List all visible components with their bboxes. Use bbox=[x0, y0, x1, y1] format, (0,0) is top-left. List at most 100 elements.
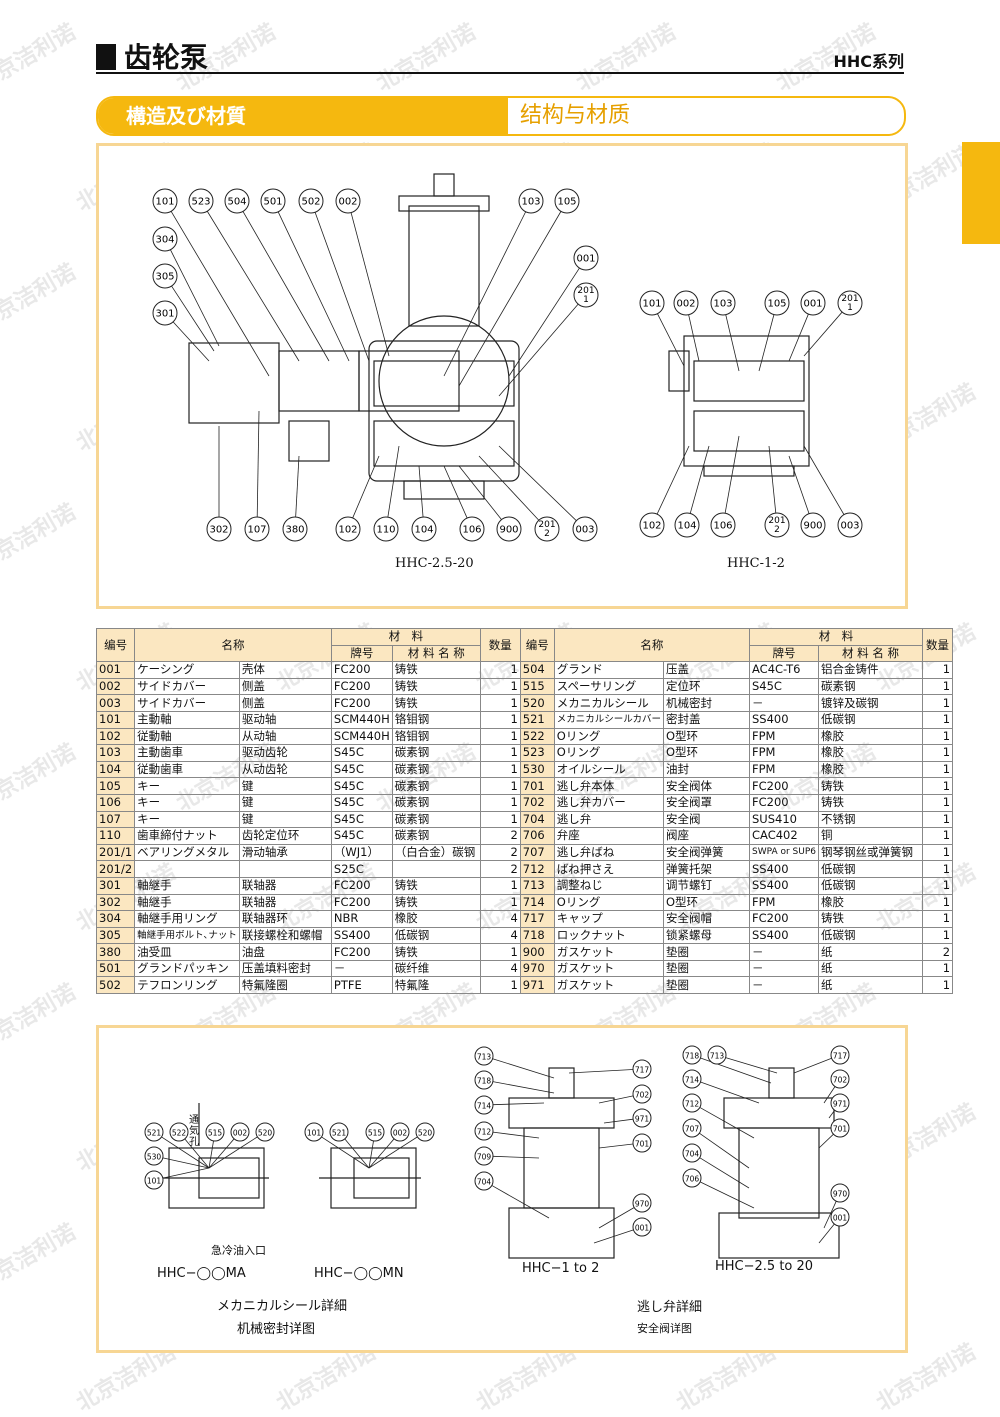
cell-cn: 阀座 bbox=[663, 827, 750, 845]
cell-mat: 铸铁 bbox=[818, 910, 924, 928]
leader-line bbox=[793, 1057, 832, 1074]
cell-brand: FC200 bbox=[330, 893, 393, 912]
callout-circle bbox=[830, 1118, 850, 1138]
cell-no: 105 bbox=[95, 777, 136, 795]
cell-cn: 联轴器 bbox=[238, 893, 332, 912]
header-bar bbox=[96, 44, 116, 70]
seal-caption-jp: メカニカルシール詳細 bbox=[217, 1299, 348, 1314]
callout-circle bbox=[764, 512, 790, 538]
callout-label: 515 bbox=[208, 1129, 223, 1138]
cell-mat: 橡胶 bbox=[818, 893, 924, 912]
cell-qty: 1 bbox=[479, 744, 521, 762]
callout-label: 002 bbox=[676, 299, 695, 310]
cell-qty: 1 bbox=[479, 677, 521, 696]
leader-line bbox=[492, 1081, 555, 1094]
callout-circle bbox=[710, 512, 736, 538]
callout-label: 900 bbox=[803, 521, 822, 532]
leader-line bbox=[598, 1095, 634, 1104]
callout-circle bbox=[554, 188, 580, 214]
cell-mat: 橡胶 bbox=[818, 727, 924, 746]
cell-qty: 2 bbox=[922, 943, 954, 961]
fig2-caption: HHC-1-2 bbox=[727, 556, 785, 571]
cell-brand: （WJ1） bbox=[330, 843, 393, 862]
callout-label: 106 bbox=[713, 521, 732, 532]
callout-label: 2 bbox=[774, 525, 780, 535]
col-no: 编号 bbox=[95, 627, 136, 663]
cell-brand: － bbox=[330, 959, 393, 978]
callout-label: 706 bbox=[685, 1175, 700, 1184]
cell-mat: 钢琴钢丝或弹簧钢 bbox=[818, 843, 924, 862]
vent-label: 通気孔 bbox=[189, 1115, 199, 1148]
watermark-text: 北京洁利诺 bbox=[0, 259, 81, 337]
callout-circle bbox=[390, 1122, 410, 1142]
cell-qty: 1 bbox=[922, 976, 954, 995]
cell-brand: PTFE bbox=[330, 976, 393, 995]
cell-qty: 1 bbox=[479, 760, 521, 779]
cell-no: 103 bbox=[95, 744, 136, 762]
watermark-text: 北京洁利诺 bbox=[0, 1219, 81, 1297]
callout-circle bbox=[169, 1122, 189, 1142]
cell-no: 718 bbox=[519, 926, 555, 945]
callout-label: 515 bbox=[368, 1129, 383, 1138]
callout-circle bbox=[335, 516, 361, 542]
cell-no: 101 bbox=[95, 710, 136, 729]
cell-brand: SCM440H bbox=[330, 710, 393, 729]
callout-circle bbox=[298, 188, 324, 214]
cell-no: 714 bbox=[519, 893, 555, 912]
cell-mat: 特氟隆 bbox=[391, 976, 481, 995]
cell-jp: 主動軸 bbox=[134, 710, 240, 729]
cell-jp: オイルシール bbox=[553, 760, 665, 779]
cell-mat: 铸铁 bbox=[391, 677, 481, 696]
callout-circle bbox=[144, 1146, 164, 1166]
cell-no: 110 bbox=[95, 827, 136, 845]
leader-line bbox=[443, 211, 527, 377]
cell-mat: 铝合金铸件 bbox=[818, 661, 924, 679]
cell-cn: 齿轮定位环 bbox=[238, 827, 332, 845]
cell-jp: ばね押さえ bbox=[553, 860, 665, 878]
cell-no: 106 bbox=[95, 793, 136, 812]
leader-line bbox=[689, 445, 710, 514]
callout-circle bbox=[639, 512, 665, 538]
cell-qty: 1 bbox=[922, 744, 954, 762]
callout-label: 701 bbox=[635, 1140, 650, 1149]
cell-jp: ガスケット bbox=[553, 976, 665, 995]
leader-line bbox=[598, 1207, 635, 1229]
col-brand: 牌号 bbox=[330, 644, 393, 663]
cell-brand: SUS410 bbox=[748, 810, 820, 829]
leader-line bbox=[491, 1185, 550, 1219]
cell-brand: － bbox=[748, 976, 820, 995]
callout-label: 301 bbox=[155, 309, 174, 320]
cell-mat: 碳素钢 bbox=[818, 677, 924, 696]
cell-mat: 纸 bbox=[818, 976, 924, 995]
callout-label: 201 bbox=[577, 286, 594, 296]
cell-cn: 机械密封 bbox=[663, 694, 750, 712]
cell-brand: SS400 bbox=[748, 926, 820, 945]
callout-label: 521 bbox=[332, 1129, 347, 1138]
header-rule bbox=[96, 72, 904, 74]
col-name-right: 名称 bbox=[553, 627, 751, 663]
cell-jp: メカニカルシール bbox=[553, 694, 665, 712]
cell-mat: 铬钼钢 bbox=[391, 727, 481, 746]
cell-qty: 2 bbox=[479, 827, 521, 845]
cell-no: 522 bbox=[519, 727, 555, 746]
cell-qty: 1 bbox=[479, 810, 521, 829]
cell-qty: 4 bbox=[479, 959, 521, 978]
cell-cn: 定位环 bbox=[663, 677, 750, 696]
cell-cn: 特氟隆圈 bbox=[238, 976, 332, 995]
cell-qty: 1 bbox=[922, 959, 954, 978]
leader-line bbox=[478, 455, 540, 521]
callout-label: 504 bbox=[227, 197, 246, 208]
cell-no: 102 bbox=[95, 727, 136, 746]
leader-line bbox=[277, 211, 350, 362]
watermark-text: 北京洁利诺 bbox=[0, 19, 81, 97]
cell-mat: （白合金）碳钢 bbox=[391, 843, 481, 862]
cell-brand: FPM bbox=[748, 744, 820, 762]
